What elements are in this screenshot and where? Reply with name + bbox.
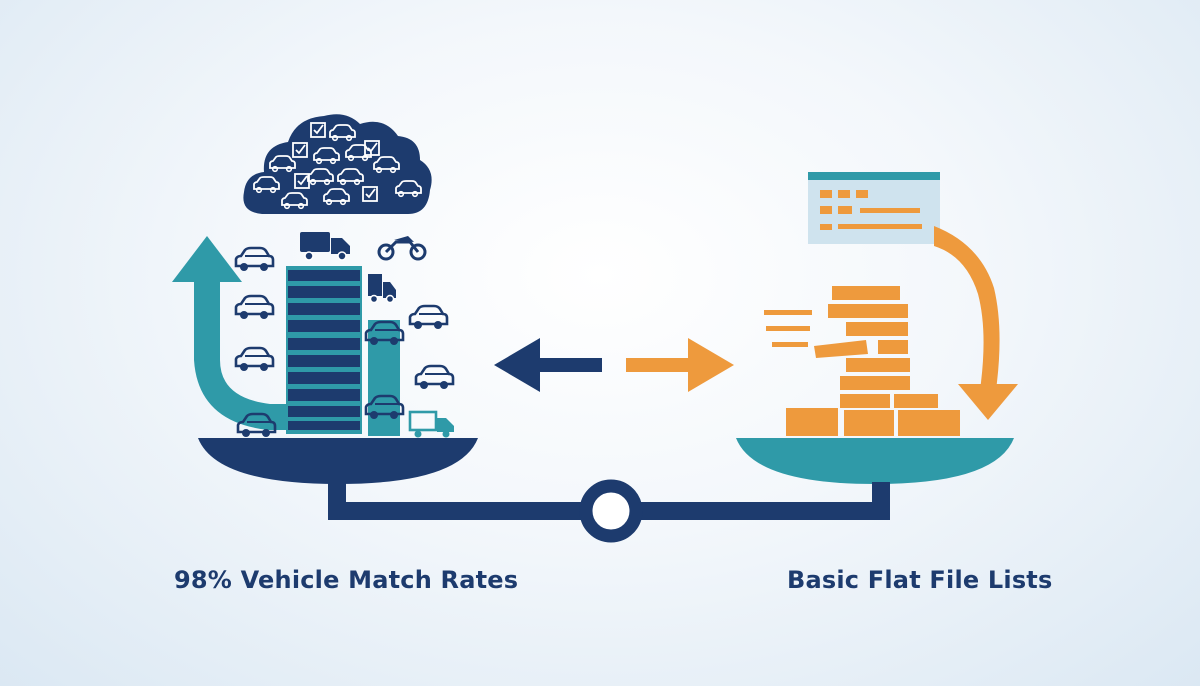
van-icon [408,410,454,438]
right-scale-pan [736,438,1014,484]
file-stack-icon [764,286,960,436]
left-arrow-icon [494,338,602,392]
car-icon [408,304,449,331]
car-icon [234,294,275,321]
return-arrow-icon [172,236,292,430]
motorcycle-icon [377,236,427,261]
flat-file-card-icon [808,172,940,244]
truck-icon [300,232,350,261]
truck-icon [368,274,396,304]
right-arrow-icon [626,338,734,392]
left-caption: 98% Vehicle Match Rates [174,566,519,594]
scale-beam [328,479,890,543]
download-arrow-icon [934,226,1018,420]
data-stack-icon [286,266,400,436]
cloud-icon [243,114,432,214]
car-icon [234,246,275,273]
car-icon [234,346,275,373]
right-caption: Basic Flat File Lists [787,566,1053,594]
car-icon [414,364,455,391]
left-scale-pan [198,438,478,484]
